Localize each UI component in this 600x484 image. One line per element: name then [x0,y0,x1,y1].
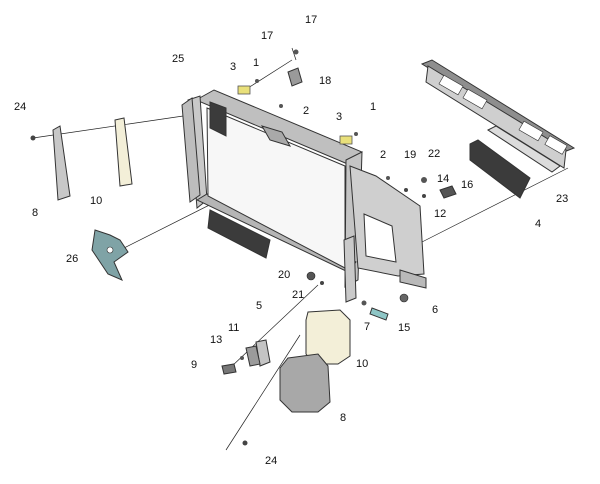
callout-label: 2 [380,149,386,161]
callout-label: 24 [14,101,26,113]
callout-label: 24 [265,455,277,467]
callout-label: 11 [228,322,239,334]
callout-label: 3 [230,61,236,73]
callout-label: 5 [256,300,262,312]
callout-label: 18 [319,75,331,87]
bottom-screens [242,309,351,446]
callout-label: 15 [398,322,410,334]
right-vent-parts [420,59,576,199]
callout-label: 25 [172,53,184,65]
callout-label: 1 [253,57,259,69]
callout-label: 1 [370,101,376,113]
callout-label: 9 [191,359,197,371]
callout-label: 7 [364,321,370,333]
main-window-frame [181,89,427,303]
callout-label: 10 [90,195,102,207]
callout-label: 17 [261,30,273,42]
callout-label: 3 [336,111,342,123]
callout-label: 2 [303,105,309,117]
callout-label: 4 [535,218,541,230]
leader-lines [32,47,569,451]
lower-hardware [306,177,457,321]
callout-label: 12 [434,208,446,220]
callout-label: 22 [428,148,440,160]
callout-label: 21 [292,289,304,301]
bottom-latch-parts [221,339,271,375]
callout-label: 8 [340,412,346,424]
callout-label: 10 [356,358,368,370]
callout-label: 16 [461,179,473,191]
callout-label: 26 [66,253,78,265]
callout-label: 20 [278,269,290,281]
callout-label: 13 [210,334,222,346]
callout-label: 14 [437,173,449,185]
left-screen-parts [30,117,133,201]
callout-labels: 24 8 10 25 26 3 1 17 17 18 2 3 1 2 19 22… [14,14,568,467]
callout-label: 19 [404,149,416,161]
frame-hardware [237,49,390,180]
teal-bracket [91,229,129,281]
callout-label: 6 [432,304,438,316]
callout-label: 23 [556,193,568,205]
callout-label: 8 [32,207,38,219]
callout-label: 17 [305,14,317,26]
